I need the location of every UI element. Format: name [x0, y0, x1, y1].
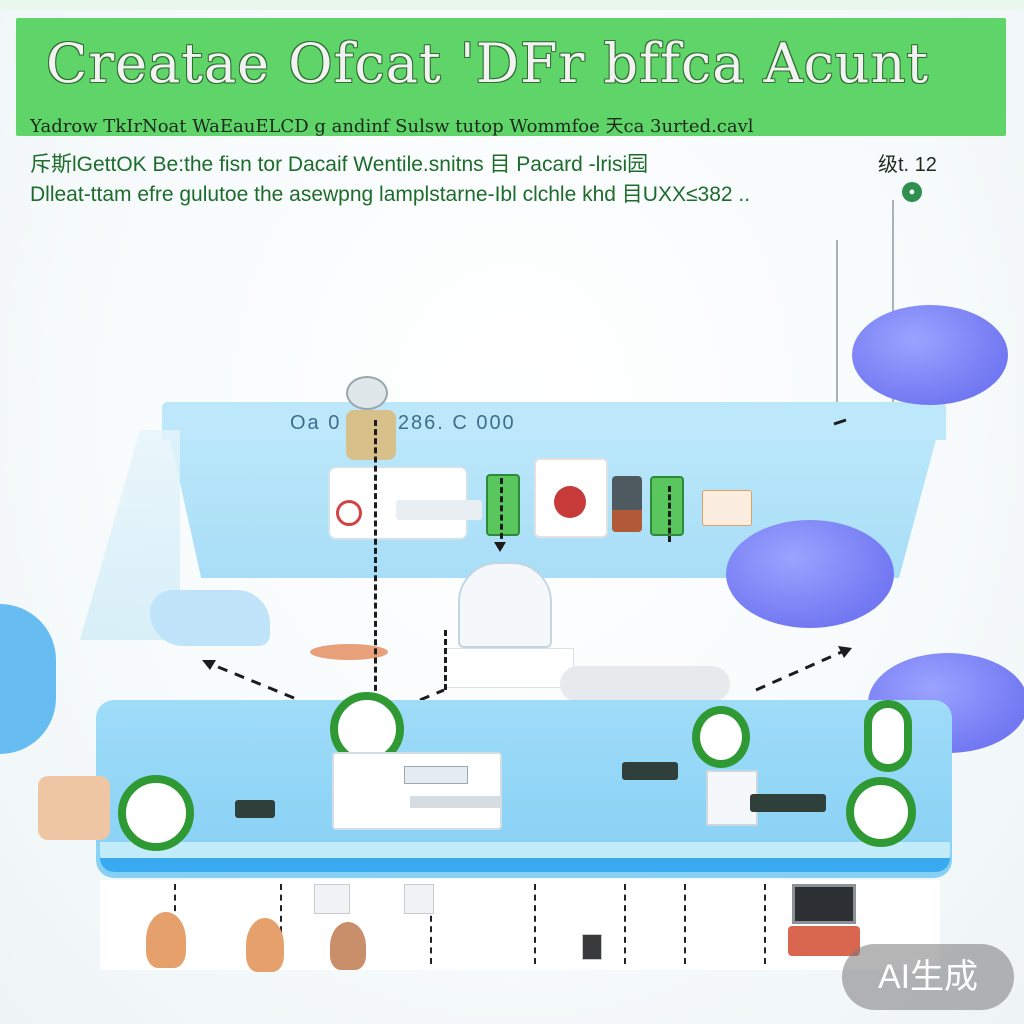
- machine-base: [444, 648, 574, 688]
- lower-info-card[interactable]: [332, 752, 502, 830]
- package-icon: [702, 490, 752, 526]
- ai-generated-watermark: AI生成: [842, 944, 1014, 1010]
- upper-panel-header: [162, 402, 946, 440]
- dashed-connector: [444, 630, 447, 690]
- description-line-2: Dlleat-ttam efre gulutoe the asewpng lam…: [30, 183, 751, 206]
- dashed-connector: [374, 420, 377, 700]
- footer-box-icon: [582, 934, 602, 960]
- chip-icon: [622, 762, 678, 780]
- connector-line-right: [836, 240, 838, 410]
- footer-divider: [534, 884, 536, 964]
- alert-icon: [336, 500, 362, 526]
- connector-line-far-right: [892, 200, 894, 410]
- green-ring-button[interactable]: [692, 706, 750, 768]
- person-icon: [146, 912, 186, 968]
- person-icon: [330, 922, 366, 970]
- device-base: [612, 510, 642, 532]
- cloud-icon: [150, 590, 270, 646]
- description-line-1: 斥斯lGettOK Be:the fisn tor Dacaif Wentile…: [30, 153, 649, 176]
- input-field-placeholder[interactable]: [396, 500, 482, 520]
- footer-box-icon: [404, 884, 434, 914]
- footer-divider: [764, 884, 766, 964]
- monitor-stand: [788, 926, 860, 956]
- dashed-connector: [668, 486, 671, 542]
- header-banner: [16, 18, 1006, 136]
- orange-disc: [310, 644, 388, 660]
- gray-panel: [560, 666, 730, 702]
- footer-divider: [624, 884, 626, 964]
- green-ring-button[interactable]: [864, 700, 912, 772]
- lower-panel-strip: [100, 858, 950, 872]
- footer-divider: [280, 884, 282, 964]
- footer-divider: [430, 884, 432, 964]
- person-icon: [246, 918, 284, 972]
- purple-bubble: [852, 305, 1008, 405]
- purple-bubble: [726, 520, 894, 628]
- person-icon: [38, 776, 110, 840]
- record-icon: [554, 486, 586, 518]
- avatar-body-icon: [346, 410, 396, 460]
- lower-card-bar: [410, 796, 502, 808]
- header-subtitle: Yadrow TkIrNoat WaEauELCD g andinf Sulsw…: [30, 116, 754, 136]
- green-ring-button[interactable]: [118, 775, 194, 851]
- upper-panel-counter: Oa 0 .a 0 286. C 000: [290, 412, 516, 434]
- lower-card-field: [404, 766, 468, 784]
- green-ring-button[interactable]: [846, 777, 916, 847]
- chip-icon: [235, 800, 275, 818]
- monitor-icon: [792, 884, 856, 924]
- page-title: Creatae Ofcat 'DFr bffca Acunt: [46, 32, 930, 95]
- avatar-head-icon: [346, 376, 388, 410]
- footer-box-icon: [314, 884, 350, 914]
- green-tile-icon[interactable]: [650, 476, 684, 536]
- footer-divider: [684, 884, 686, 964]
- chip-icon: [750, 794, 826, 812]
- lower-right-card[interactable]: [706, 770, 758, 826]
- fan-icon: [458, 562, 552, 648]
- info-badge-icon: ●: [902, 182, 922, 202]
- green-tile-icon[interactable]: [486, 474, 520, 536]
- top-stripe: [0, 0, 1024, 10]
- dashed-connector: [500, 478, 503, 548]
- description-code: 级t. 12: [878, 154, 937, 176]
